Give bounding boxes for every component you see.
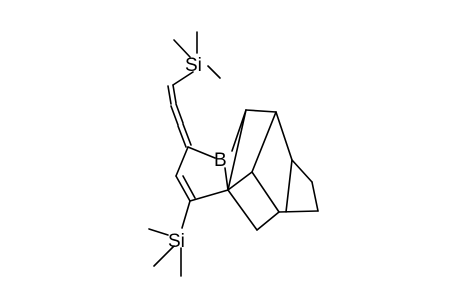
atom-label-si-top: Si <box>185 55 202 76</box>
bond-cage-right-2 <box>311 181 319 212</box>
bond-vinyl-ch <box>172 84 177 104</box>
atom-label-boron: B <box>214 150 227 171</box>
bond-cage-top-2 <box>275 111 293 161</box>
bond-cage-right-3 <box>278 210 319 213</box>
bond-cage-bottom-left <box>227 189 258 231</box>
bond-si-top-methyl-upper-left <box>173 39 191 58</box>
bond-cage-mid-3 <box>251 171 280 213</box>
bond-cage-right-1 <box>291 159 313 183</box>
bond-si-bottom-methyl-lower-left <box>153 245 175 267</box>
bond-allene-center-4 <box>177 125 187 148</box>
borole-ring: B <box>175 146 229 202</box>
bond-cage-rear-1 <box>285 159 293 213</box>
bond-c2-boron <box>187 146 216 159</box>
bond-c2-c3 <box>175 146 189 177</box>
bond-si-bottom-methyl-left <box>148 228 169 236</box>
top-trimethylsilyl-group: Si <box>172 31 221 86</box>
bond-si-top-methyl-right <box>207 65 221 79</box>
bottom-trimethylsilyl-group: Si <box>148 200 191 277</box>
bond-c3-c4 <box>175 175 191 202</box>
bond-c3-c4-double <box>182 175 196 199</box>
polycyclic-cage <box>227 109 319 231</box>
bond-cage-top-1 <box>245 109 277 113</box>
bond-allene-center-2 <box>170 105 179 126</box>
bond-vinyl-ch-double <box>167 85 172 105</box>
bond-allene-center-1 <box>175 103 184 124</box>
bond-c4-c5 <box>189 189 229 202</box>
bond-cage-mid-1 <box>227 171 253 191</box>
bond-c4-si-bottom <box>181 200 191 229</box>
bond-allene-center-3 <box>182 123 192 146</box>
bond-si-top-to-vinyl <box>172 71 194 86</box>
bond-cage-bottom-right <box>256 211 280 231</box>
bond-cage-mid-2 <box>251 111 277 173</box>
bond-c5-boron <box>224 167 229 191</box>
allene-chain <box>167 84 192 148</box>
atom-label-si-bottom: Si <box>168 231 185 252</box>
bond-cage-rear-2 <box>227 109 247 191</box>
